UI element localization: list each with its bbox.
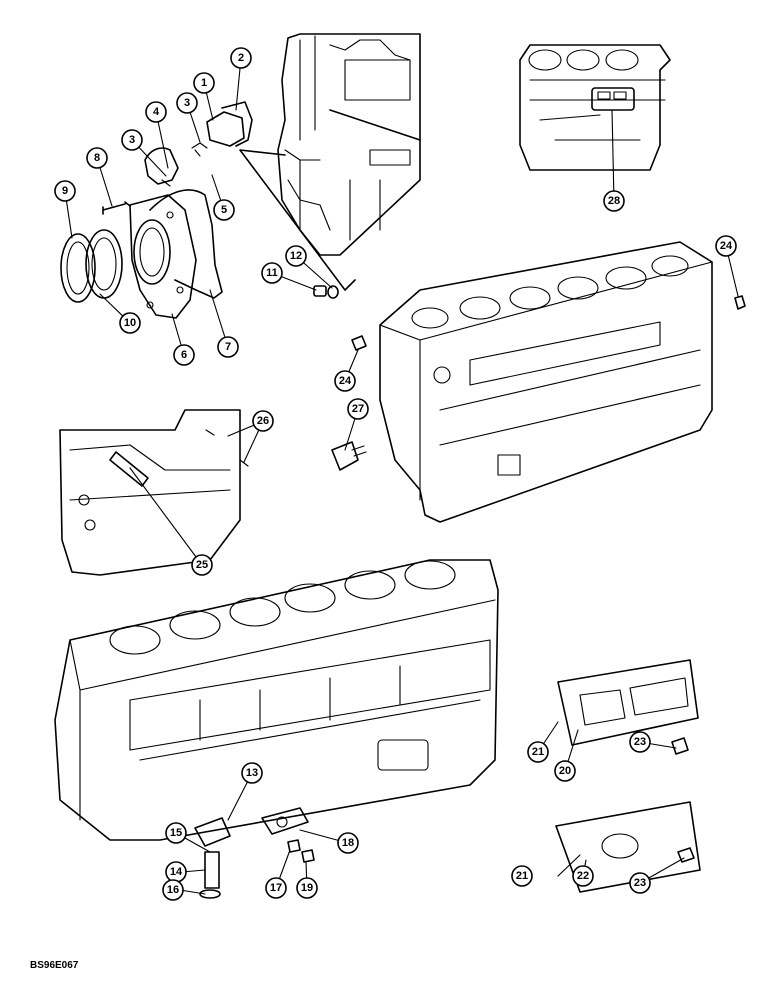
svg-text:10: 10: [124, 317, 136, 329]
callout-24-right: 24: [715, 235, 737, 257]
svg-text:25: 25: [196, 559, 208, 571]
callout-23-lower: 23: [629, 872, 651, 894]
callout-13: 13: [241, 762, 263, 784]
svg-text:27: 27: [352, 403, 364, 415]
svg-text:1: 1: [201, 77, 207, 89]
callout-7: 7: [217, 336, 239, 358]
svg-text:3: 3: [129, 134, 135, 146]
engine-block-side-view: [331, 241, 746, 523]
callout-27: 27: [347, 398, 369, 420]
svg-text:5: 5: [221, 204, 227, 216]
svg-text:24: 24: [720, 240, 733, 252]
callout-12: 12: [285, 245, 307, 267]
svg-text:18: 18: [342, 837, 354, 849]
svg-text:26: 26: [257, 415, 269, 427]
svg-text:13: 13: [246, 767, 258, 779]
svg-text:7: 7: [225, 341, 231, 353]
callout-11: 11: [261, 262, 283, 284]
callout-18: 18: [337, 832, 359, 854]
svg-text:9: 9: [62, 185, 68, 197]
callout-20: 20: [554, 760, 576, 782]
callout-14: 14: [165, 861, 187, 883]
callout-19: 19: [296, 877, 318, 899]
svg-text:21: 21: [532, 746, 544, 758]
callouts: 1 2 3 3 4 5 6 7 8 9 10 11 12 13 14 15 16…: [54, 47, 737, 901]
svg-text:23: 23: [634, 877, 646, 889]
callout-21-lower: 21: [511, 865, 533, 887]
svg-text:11: 11: [266, 267, 278, 279]
svg-text:16: 16: [167, 884, 179, 896]
svg-text:2: 2: [238, 52, 244, 64]
svg-text:3: 3: [184, 97, 190, 109]
callout-3-lower: 3: [121, 129, 143, 151]
callout-6: 6: [173, 344, 195, 366]
callout-5: 5: [213, 199, 235, 221]
svg-text:15: 15: [170, 827, 182, 839]
svg-text:6: 6: [181, 349, 187, 361]
rear-block-view: [60, 33, 421, 319]
svg-text:4: 4: [153, 106, 160, 118]
callout-15: 15: [165, 822, 187, 844]
svg-text:21: 21: [516, 870, 528, 882]
callout-23-upper: 23: [629, 731, 651, 753]
svg-text:22: 22: [577, 870, 589, 882]
callout-3-upper: 3: [176, 92, 198, 114]
svg-text:12: 12: [290, 250, 302, 262]
callout-21-upper: 21: [527, 741, 549, 763]
callout-10: 10: [119, 312, 141, 334]
callout-4: 4: [145, 101, 167, 123]
svg-text:24: 24: [339, 375, 352, 387]
svg-text:20: 20: [559, 765, 571, 777]
callout-16: 16: [162, 879, 184, 901]
svg-text:28: 28: [608, 195, 620, 207]
callout-22: 22: [572, 865, 594, 887]
callout-9: 9: [54, 180, 76, 202]
svg-text:17: 17: [270, 882, 282, 894]
callout-8: 8: [86, 147, 108, 169]
engine-block-main: [54, 559, 701, 899]
oil-gallery-view: [59, 409, 249, 576]
svg-text:8: 8: [94, 152, 100, 164]
svg-text:23: 23: [634, 736, 646, 748]
callout-24-left: 24: [334, 370, 356, 392]
callout-25: 25: [191, 554, 213, 576]
callout-17: 17: [265, 877, 287, 899]
callout-26: 26: [252, 410, 274, 432]
callout-1: 1: [193, 72, 215, 94]
svg-text:19: 19: [301, 882, 313, 894]
callout-2: 2: [230, 47, 252, 69]
cylinder-head-top-view: [519, 44, 671, 171]
figure-reference: BS96E067: [30, 960, 79, 971]
svg-text:14: 14: [170, 866, 183, 878]
callout-28: 28: [603, 190, 625, 212]
